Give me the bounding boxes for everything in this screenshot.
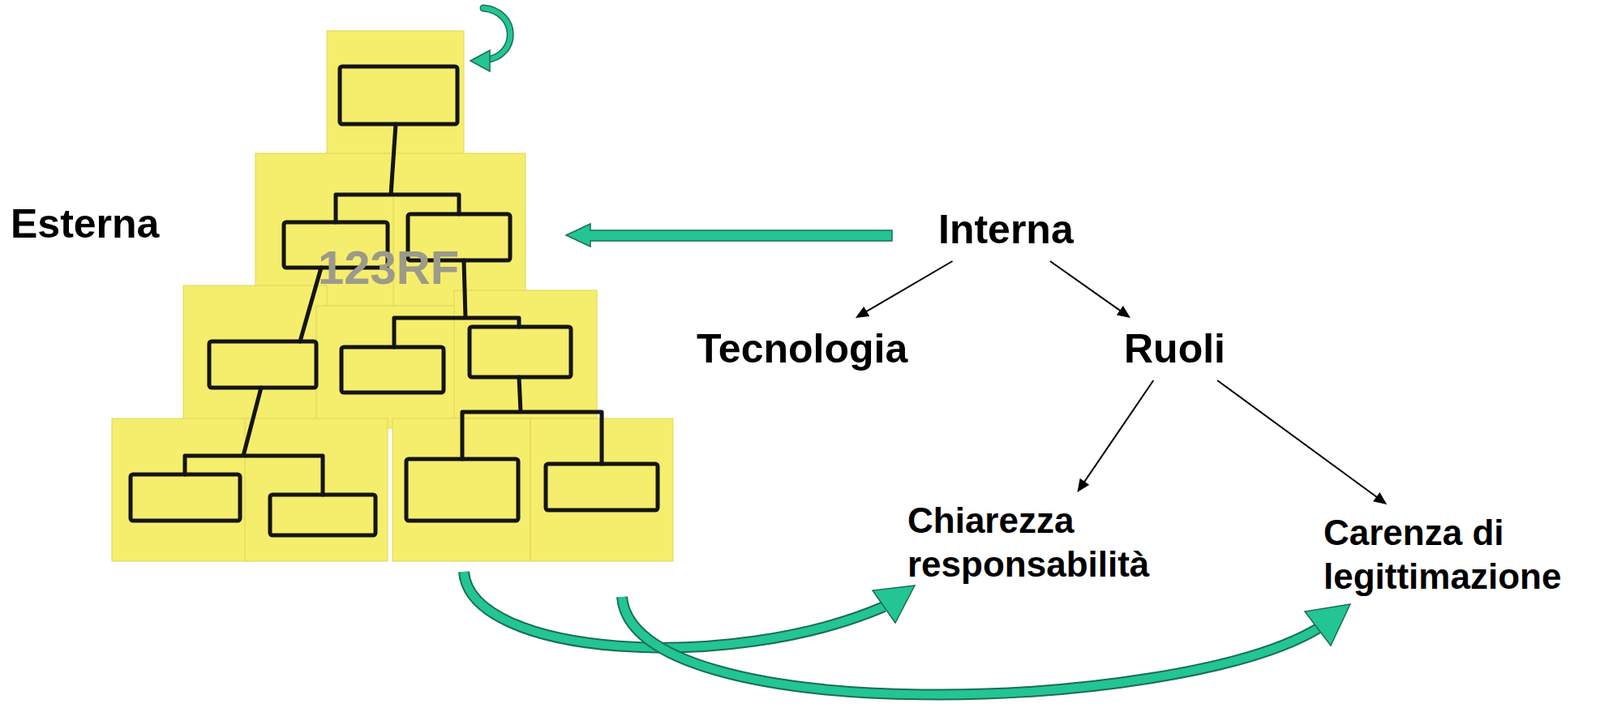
arrow-head xyxy=(855,306,870,318)
connector-arrow xyxy=(1076,380,1154,493)
chart-box xyxy=(270,494,376,536)
org-chart-lines xyxy=(184,124,602,495)
text-node: Interna xyxy=(938,205,1074,255)
org-chart-boxes xyxy=(130,66,658,536)
node-text: Chiarezza responsabilità xyxy=(907,498,1180,586)
sticky-note xyxy=(454,290,597,419)
connector-arrow xyxy=(1217,380,1387,505)
side-label: Esterna xyxy=(10,200,159,248)
chart-line xyxy=(184,387,323,495)
text-node: Chiarezza responsabilità xyxy=(907,498,1180,586)
green-arrows xyxy=(463,8,1351,695)
loop-arrow-head xyxy=(470,50,490,72)
curved-arrow-head xyxy=(872,585,915,623)
text-node: Tecnologia xyxy=(696,324,908,374)
arrow-head xyxy=(1116,305,1131,318)
connector-arrow xyxy=(1050,261,1131,318)
connector-line xyxy=(1083,380,1154,483)
sticky-notes xyxy=(111,30,674,562)
node-text: Tecnologia xyxy=(696,324,908,374)
node-text: Ruoli xyxy=(1123,324,1226,374)
sticky-note xyxy=(244,418,388,562)
chart-box xyxy=(469,326,571,378)
watermark: 123RF xyxy=(317,240,459,295)
chart-line xyxy=(462,377,602,464)
connector-line xyxy=(1050,261,1122,312)
sticky-note xyxy=(316,305,459,429)
connector-line xyxy=(865,261,953,313)
node-text: Carenza di legittimazione xyxy=(1323,510,1588,598)
curved-arrow xyxy=(463,571,884,648)
curved-arrow-outline xyxy=(463,571,884,648)
horizontal-arrow xyxy=(566,223,893,247)
node-text: Interna xyxy=(938,205,1074,255)
chart-box xyxy=(209,341,317,388)
text-node: Ruoli xyxy=(1123,324,1226,374)
chart-box xyxy=(339,66,458,125)
arrow-head xyxy=(1076,478,1090,493)
connector-arrow xyxy=(855,261,953,318)
curved-arrow-outline xyxy=(621,596,1318,695)
chart-line xyxy=(335,124,459,223)
connector-line xyxy=(1217,380,1378,498)
chart-box xyxy=(130,474,241,521)
curved-arrow xyxy=(621,596,1318,695)
chart-box xyxy=(341,347,444,393)
sticky-note xyxy=(111,418,250,562)
arrow-head xyxy=(1372,492,1387,505)
curved-arrow-head xyxy=(1304,604,1351,646)
chart-box xyxy=(406,458,519,521)
chart-box xyxy=(545,463,658,511)
text-node: Carenza di legittimazione xyxy=(1323,510,1588,598)
